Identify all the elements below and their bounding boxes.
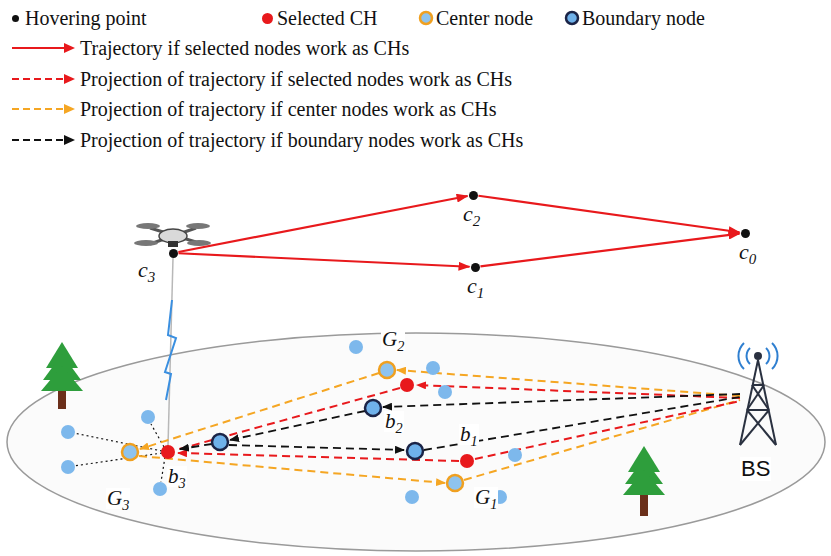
hovering-point: c0 <box>741 229 750 238</box>
legend-swatch <box>262 13 273 24</box>
base-station-icon <box>738 343 777 445</box>
hovering-point: c1 <box>471 263 480 272</box>
uav-trajectory <box>478 196 739 232</box>
hovering-point: c2 <box>469 191 478 200</box>
cluster-label: b3 <box>167 466 187 487</box>
legend-swatch <box>12 15 19 22</box>
cluster-label: G2 <box>381 329 405 350</box>
uav-trajectory <box>178 196 467 252</box>
boundary-node <box>212 400 423 459</box>
legend-text: Trajectory if selected nodes work as CHs <box>80 37 409 59</box>
sensor-node <box>61 340 522 504</box>
legend-text: Hovering point <box>25 7 147 29</box>
cluster-label: b2 <box>384 411 404 432</box>
hovering-point-label: c0 <box>739 241 756 263</box>
legend-text: Projection of trajectory if boundary nod… <box>80 129 523 151</box>
hovering-point-label: c2 <box>463 203 480 225</box>
hovering-point-label: c1 <box>467 275 484 297</box>
hovering-point-label: c3 <box>138 259 155 281</box>
legend-line <box>12 134 76 146</box>
center-trajectory <box>139 370 740 483</box>
legend-text: Projection of trajectory if selected nod… <box>80 68 512 90</box>
cluster-label: G1 <box>474 487 498 508</box>
boundary-trajectory <box>180 394 740 450</box>
ground-area <box>7 333 825 551</box>
legend-line <box>12 103 76 115</box>
legend-symbol <box>418 10 434 26</box>
cluster-label: b1 <box>459 424 479 445</box>
legend-text: Projection of trajectory if center nodes… <box>80 98 497 120</box>
tree-icon <box>41 342 83 409</box>
legend-text: Boundary node <box>582 7 705 29</box>
uav-icon <box>134 223 211 247</box>
legend-text: Center node <box>436 7 533 29</box>
legend-line <box>12 73 76 85</box>
tree-icon <box>623 446 665 516</box>
cluster-link <box>74 424 165 482</box>
legend-line <box>12 42 76 54</box>
uav-trajectory <box>178 253 469 266</box>
legend-text: Selected CH <box>277 7 378 29</box>
selected-ch <box>161 378 474 468</box>
hovering-point: c3 <box>169 249 178 258</box>
uav-trajectory <box>480 234 739 267</box>
wireless-signal <box>165 300 176 400</box>
cluster-label: G3 <box>106 488 130 509</box>
station-label: BS <box>740 457 771 481</box>
legend-symbol <box>564 10 580 26</box>
center-node <box>122 362 463 491</box>
selected-trajectory <box>176 385 740 461</box>
